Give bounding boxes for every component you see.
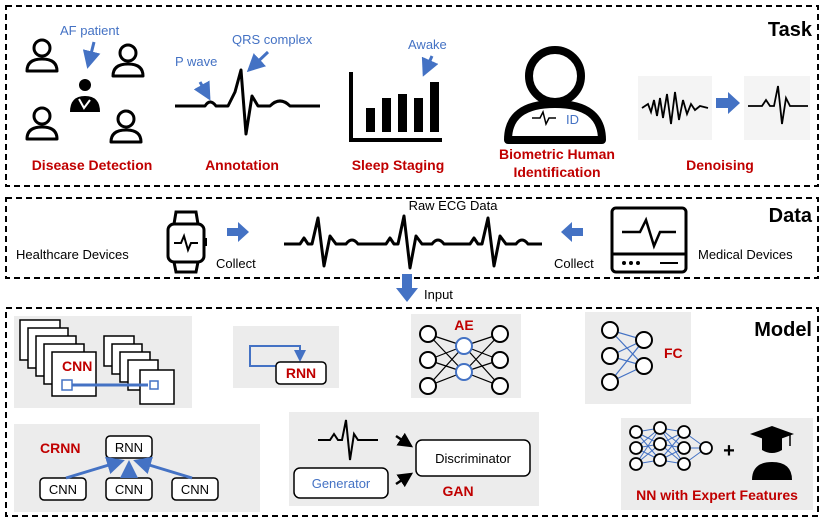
nn-expert-label: NN with Expert Features bbox=[636, 487, 798, 503]
model-section-border bbox=[5, 307, 819, 517]
denoising-label: Denoising bbox=[686, 157, 754, 173]
collect-arrow-right bbox=[561, 222, 583, 242]
medical-devices-label: Medical Devices bbox=[698, 247, 793, 262]
data-section-border bbox=[5, 197, 819, 279]
collect-label-left: Collect bbox=[216, 256, 256, 271]
af-patient-arrow bbox=[82, 41, 101, 69]
clean-ecg-signal bbox=[748, 85, 808, 125]
healthcare-devices-label: Healthcare Devices bbox=[16, 247, 129, 262]
crnn-label: CRNN bbox=[40, 440, 80, 456]
nn-expert-panel bbox=[621, 418, 813, 510]
expert-graduate-icon bbox=[750, 426, 794, 480]
sleep-staging-label: Sleep Staging bbox=[352, 157, 445, 173]
fc-panel bbox=[585, 312, 691, 404]
biometric-person-icon bbox=[504, 46, 606, 144]
cnn-panel bbox=[14, 316, 192, 408]
crnn-cnn3-label: CNN bbox=[181, 482, 209, 497]
crnn-panel bbox=[14, 424, 260, 512]
generator-label: Generator bbox=[312, 476, 371, 491]
fc-label: FC bbox=[664, 345, 683, 361]
raw-ecg-label: Raw ECG Data bbox=[409, 198, 499, 213]
model-section-title: Model bbox=[754, 319, 812, 341]
disease-detection-label: Disease Detection bbox=[32, 157, 153, 173]
plus-sign: + bbox=[723, 440, 735, 462]
medical-monitor-icon bbox=[610, 206, 688, 274]
af-patient-label: AF patient bbox=[60, 23, 120, 38]
p-wave-arrow bbox=[193, 80, 211, 101]
gan-panel bbox=[289, 412, 539, 506]
task-section-border bbox=[5, 5, 819, 187]
crnn-cnn2-label: CNN bbox=[115, 482, 143, 497]
af-patient-icon bbox=[70, 79, 100, 112]
collect-label-right: Collect bbox=[554, 256, 594, 271]
raw-ecg-signal bbox=[284, 214, 542, 270]
input-label: Input bbox=[424, 287, 453, 302]
sleep-staging-chart-icon bbox=[349, 55, 442, 142]
crnn-rnn-label: RNN bbox=[115, 440, 143, 455]
crnn-cnn1-label: CNN bbox=[49, 482, 77, 497]
cnn-label: CNN bbox=[62, 358, 92, 374]
ae-label: AE bbox=[454, 317, 473, 333]
biometric-label-line1: Biometric Human bbox=[499, 146, 615, 162]
biometric-label-line2: Identification bbox=[513, 164, 600, 180]
qrs-complex-arrow bbox=[246, 50, 270, 73]
noisy-ecg-signal bbox=[641, 91, 709, 125]
discriminator-label: Discriminator bbox=[435, 451, 512, 466]
ae-panel bbox=[411, 314, 521, 398]
qrs-complex-label: QRS complex bbox=[232, 32, 313, 47]
clean-ecg-panel bbox=[744, 76, 810, 140]
gan-label: GAN bbox=[442, 483, 473, 499]
data-section-title: Data bbox=[769, 205, 813, 227]
p-wave-label: P wave bbox=[175, 54, 217, 69]
collect-arrow-left bbox=[227, 222, 249, 242]
rnn-label: RNN bbox=[286, 365, 316, 381]
disease-detection-figure bbox=[25, 38, 145, 144]
id-label: ID bbox=[566, 112, 579, 127]
task-section-title: Task bbox=[768, 19, 813, 41]
rnn-panel bbox=[233, 326, 339, 388]
denoise-arrow bbox=[716, 92, 740, 114]
smartwatch-icon bbox=[166, 210, 207, 274]
awake-label: Awake bbox=[408, 37, 447, 52]
input-arrow bbox=[396, 274, 418, 302]
annotation-label: Annotation bbox=[205, 157, 279, 173]
annotation-ecg-figure bbox=[175, 50, 320, 136]
awake-arrow bbox=[421, 55, 439, 77]
